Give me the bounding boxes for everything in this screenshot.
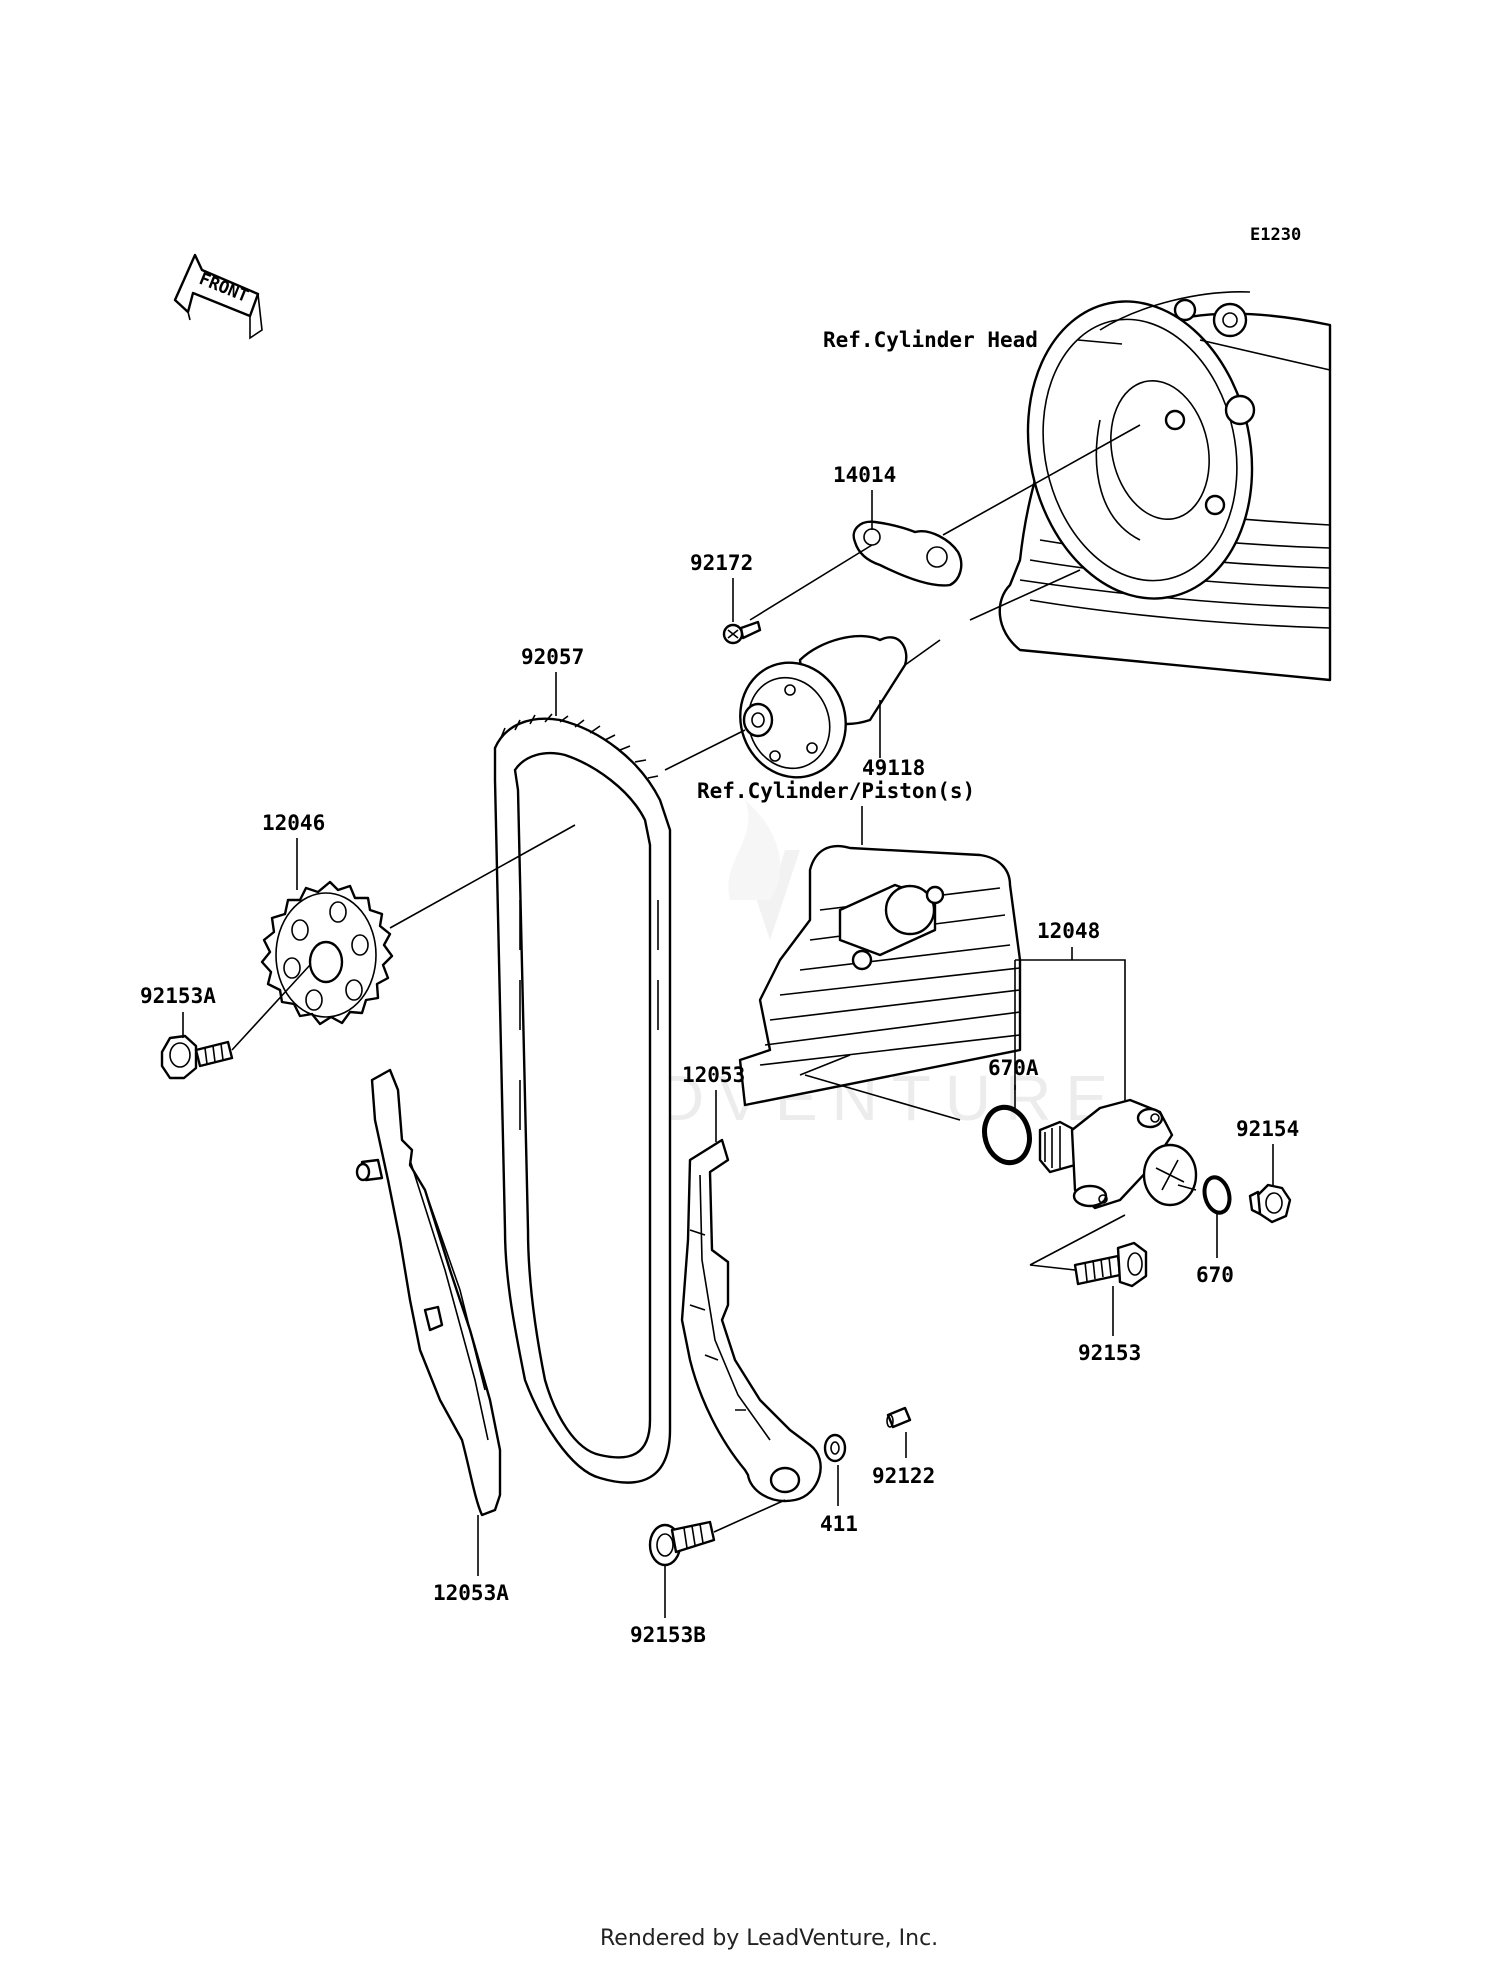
- part-670-o-ring[interactable]: [1201, 1175, 1233, 1216]
- cylinder-piston-illustration: [738, 844, 1022, 1107]
- cylinder-head-illustration: [998, 291, 1332, 682]
- footer-credit: Rendered by LeadVenture, Inc.: [600, 1926, 938, 1951]
- part-411-washer[interactable]: [823, 1433, 847, 1463]
- part-92122-pin[interactable]: [886, 1406, 912, 1429]
- part-12053A-label[interactable]: 12053A: [433, 1581, 509, 1605]
- part-92153A-label[interactable]: 92153A: [140, 984, 216, 1008]
- part-92122-label[interactable]: 92122: [872, 1464, 935, 1488]
- diagram-code: E1230: [1250, 225, 1301, 245]
- part-92154-nut[interactable]: [1248, 1183, 1292, 1224]
- part-14014-label[interactable]: 14014: [833, 463, 896, 487]
- part-92057-chain[interactable]: [493, 713, 672, 1484]
- part-92172-label[interactable]: 92172: [690, 551, 753, 575]
- part-12048-label[interactable]: 12048: [1037, 919, 1100, 943]
- part-92057-label[interactable]: 92057: [521, 645, 584, 669]
- part-12053-label[interactable]: 12053: [682, 1063, 745, 1087]
- part-12046-sprocket[interactable]: [260, 880, 394, 1026]
- part-12053A-guide[interactable]: [355, 1068, 502, 1517]
- part-92154-label[interactable]: 92154: [1236, 1117, 1299, 1141]
- part-670A-o-ring[interactable]: [979, 1102, 1036, 1167]
- part-670-label[interactable]: 670: [1196, 1263, 1234, 1287]
- front-arrow-icon: FRONT: [173, 253, 263, 340]
- part-12053-guide[interactable]: [680, 1138, 822, 1503]
- part-92153-label[interactable]: 92153: [1078, 1341, 1141, 1365]
- part-92172-screw[interactable]: [722, 620, 762, 645]
- part-670A-label[interactable]: 670A: [988, 1056, 1039, 1080]
- part-92153B-label[interactable]: 92153B: [630, 1623, 706, 1647]
- part-14014-plate[interactable]: [852, 520, 963, 587]
- ref-cylinder-piston-label: Ref.Cylinder/Piston(s): [697, 779, 975, 803]
- part-411-label[interactable]: 411: [820, 1512, 858, 1536]
- part-49118-camshaft[interactable]: [724, 634, 908, 792]
- part-92153A-bolt[interactable]: [160, 1034, 234, 1080]
- ref-cylinder-head-label: Ref.Cylinder Head: [823, 328, 1038, 352]
- part-92153B-bolt[interactable]: [648, 1520, 716, 1567]
- leadventure-logo-icon: [728, 800, 800, 940]
- part-49118-label[interactable]: 49118: [862, 756, 925, 780]
- part-12046-label[interactable]: 12046: [262, 811, 325, 835]
- part-12048-tensioner[interactable]: [1038, 1098, 1198, 1210]
- part-92153-bolt[interactable]: [1073, 1241, 1148, 1288]
